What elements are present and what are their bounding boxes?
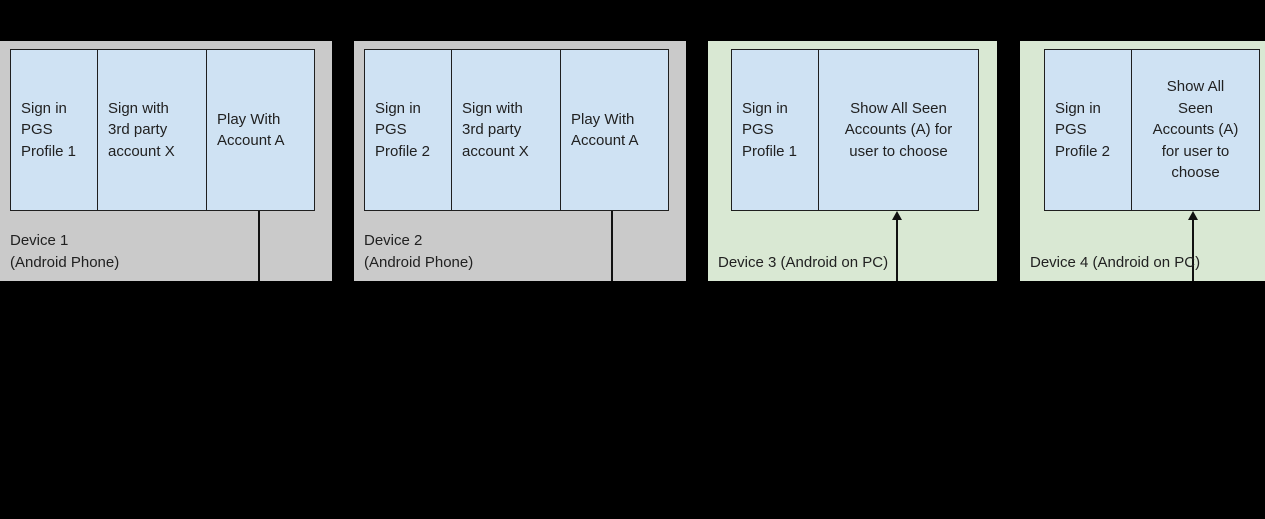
up-arrow-icon <box>892 211 902 220</box>
step-box-row: Sign in PGS Profile 2 Show All Seen Acco… <box>1044 49 1260 211</box>
step-box-sign-3rd-party: Sign with 3rd party account X <box>97 49 207 211</box>
step-box-text: Sign with 3rd party account X <box>462 99 529 160</box>
step-box-show-all-seen-accounts: Show All Seen Accounts (A) for user to c… <box>1131 49 1260 211</box>
device-label: Device 4 (Android on PC) <box>1030 254 1201 271</box>
device-4-panel: Sign in PGS Profile 2 Show All Seen Acco… <box>1020 41 1265 281</box>
step-box-text: Sign in PGS Profile 2 <box>1055 99 1111 160</box>
step-box-play-with-account: Play With Account A <box>560 49 669 211</box>
device-label: Device 3 (Android on PC) <box>718 254 889 271</box>
step-box-text: Show All Seen Accounts (A) for user to c… <box>844 99 953 160</box>
step-box-play-with-account: Play With Account A <box>206 49 315 211</box>
arrow-line <box>1192 219 1194 281</box>
step-box-text: Sign with 3rd party account X <box>108 99 175 160</box>
step-box-show-all-seen-accounts: Show All Seen Accounts (A) for user to c… <box>818 49 979 211</box>
step-box-sign-in-pgs: Sign in PGS Profile 2 <box>364 49 452 211</box>
device-3-panel: Sign in PGS Profile 1 Show All Seen Acco… <box>708 41 997 281</box>
step-box-row: Sign in PGS Profile 1 Show All Seen Acco… <box>731 49 979 211</box>
step-box-text: Play With Account A <box>571 110 639 150</box>
connector-line <box>611 211 613 281</box>
step-box-sign-3rd-party: Sign with 3rd party account X <box>451 49 561 211</box>
device-2-panel: Sign in PGS Profile 2 Sign with 3rd part… <box>354 41 686 281</box>
device-1-panel: Sign in PGS Profile 1 Sign with 3rd part… <box>0 41 332 281</box>
step-box-text: Show All Seen Accounts (A) for user to c… <box>1152 78 1239 182</box>
arrow-line <box>896 219 898 281</box>
step-box-sign-in-pgs: Sign in PGS Profile 1 <box>731 49 819 211</box>
step-box-text: Sign in PGS Profile 1 <box>742 99 798 160</box>
step-box-text: Sign in PGS Profile 1 <box>21 99 77 160</box>
device-label: Device 2 (Android Phone) <box>364 232 474 271</box>
step-box-row: Sign in PGS Profile 1 Sign with 3rd part… <box>10 49 315 211</box>
step-box-row: Sign in PGS Profile 2 Sign with 3rd part… <box>364 49 669 211</box>
connector-line <box>258 211 260 281</box>
step-box-sign-in-pgs: Sign in PGS Profile 2 <box>1044 49 1132 211</box>
step-box-sign-in-pgs: Sign in PGS Profile 1 <box>10 49 98 211</box>
step-box-text: Play With Account A <box>217 110 285 150</box>
device-label: Device 1 (Android Phone) <box>10 232 120 271</box>
step-box-text: Sign in PGS Profile 2 <box>375 99 431 160</box>
up-arrow-icon <box>1188 211 1198 220</box>
